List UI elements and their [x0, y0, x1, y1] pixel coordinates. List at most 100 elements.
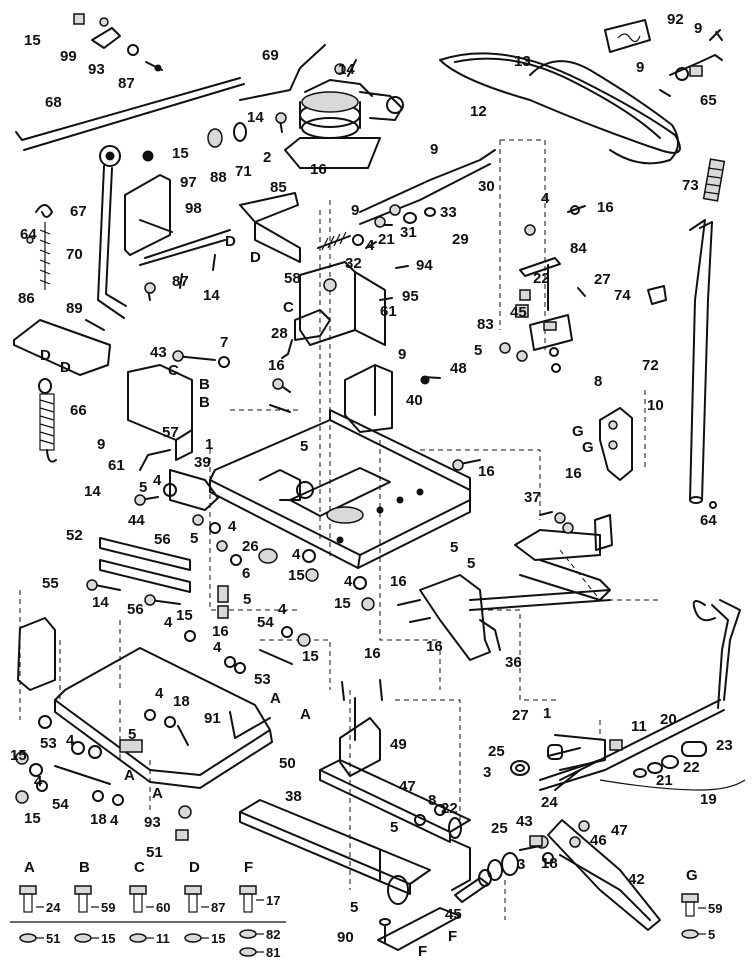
callout-4: 4	[213, 639, 222, 656]
callout-61: 61	[108, 457, 125, 474]
marker-B: B	[199, 376, 210, 393]
callout-21: 21	[378, 231, 395, 248]
callout-52: 52	[66, 527, 83, 544]
callout-39: 39	[194, 454, 211, 471]
bracket-58-61	[299, 261, 386, 346]
callout-9: 9	[351, 202, 359, 219]
callout-92: 92	[667, 11, 684, 28]
spring-32	[317, 231, 351, 251]
callout-93: 93	[88, 61, 105, 78]
hardware-middle-left	[163, 483, 375, 674]
clip-74	[647, 285, 667, 305]
nut-15-top	[142, 150, 154, 162]
callout-10: 10	[647, 397, 664, 414]
callout-4: 4	[155, 685, 164, 702]
callout-5: 5	[474, 342, 482, 359]
callout-15: 15	[24, 810, 41, 827]
callout-37: 37	[524, 489, 541, 506]
callout-14: 14	[247, 109, 264, 126]
callout-11: 11	[631, 718, 647, 735]
callout-14: 14	[92, 594, 109, 611]
hardware-right-mid	[499, 205, 586, 362]
callout-33: 33	[440, 204, 457, 221]
callout-18: 18	[541, 855, 558, 872]
callout-72: 72	[642, 357, 659, 374]
key-letter-A: A	[24, 859, 35, 876]
pivot-assembly-right	[510, 734, 606, 791]
callout-91: 91	[204, 710, 221, 727]
callout-89: 89	[66, 300, 83, 317]
callout-22: 22	[441, 800, 458, 817]
rod-68	[15, 77, 245, 151]
callout-16: 16	[390, 573, 407, 590]
callout-45: 45	[510, 304, 527, 321]
rod-61-left	[139, 449, 171, 471]
callout-54: 54	[257, 614, 274, 631]
key-nut-51: 51	[46, 931, 60, 946]
callout-97: 97	[180, 174, 197, 191]
callout-57: 57	[162, 424, 179, 441]
marker-G: G	[572, 423, 584, 440]
key-letter-C: C	[134, 859, 145, 876]
callout-15: 15	[176, 607, 193, 624]
bolts	[86, 224, 581, 851]
callout-4: 4	[292, 546, 301, 563]
key-leaders	[36, 899, 706, 953]
callout-9: 9	[636, 59, 644, 76]
callout-47: 47	[611, 822, 628, 839]
clutch-assembly	[275, 59, 404, 169]
callout-94: 94	[416, 257, 433, 274]
callout-99: 99	[60, 48, 77, 65]
callout-22: 22	[533, 270, 550, 287]
callout-83: 83	[477, 316, 494, 333]
callout-16: 16	[364, 645, 381, 662]
callout-4: 4	[153, 472, 162, 489]
bars-52	[99, 537, 191, 593]
spring-67	[35, 204, 53, 290]
callout-4: 4	[164, 614, 173, 631]
callout-6: 6	[242, 565, 250, 582]
decal-92	[604, 19, 651, 53]
marker-B: B	[199, 394, 210, 411]
marker-A: A	[152, 785, 163, 802]
callout-25: 25	[488, 743, 505, 760]
callout-85: 85	[270, 179, 287, 196]
callout-15: 15	[288, 567, 305, 584]
callout-86: 86	[18, 290, 35, 307]
callout-5: 5	[300, 438, 308, 455]
callout-8: 8	[594, 373, 602, 390]
callout-64: 64	[700, 512, 717, 529]
key-letter-D: D	[189, 859, 200, 876]
callout-48: 48	[450, 360, 467, 377]
callout-14: 14	[338, 61, 355, 78]
callout-71: 71	[235, 163, 252, 180]
callout-1: 1	[205, 436, 213, 453]
callout-61: 61	[380, 303, 397, 320]
bracket-83	[529, 314, 573, 373]
marker-D: D	[60, 359, 71, 376]
pin-89	[85, 319, 105, 331]
callout-16: 16	[426, 638, 443, 655]
callout-16: 16	[310, 161, 327, 178]
bracket-55	[17, 617, 56, 691]
callout-87: 87	[118, 75, 135, 92]
callout-9: 9	[694, 20, 702, 37]
key-bolt-17: 17	[266, 893, 280, 908]
callout-73: 73	[682, 177, 699, 194]
callout-69: 69	[262, 47, 279, 64]
bracket-84	[515, 224, 561, 318]
callout-13: 13	[514, 53, 531, 70]
callout-65: 65	[700, 92, 717, 109]
handle-20	[539, 599, 741, 791]
callout-95: 95	[402, 288, 419, 305]
rod-72	[689, 219, 713, 504]
callout-4: 4	[228, 518, 237, 535]
callout-88: 88	[210, 169, 227, 186]
callout-4: 4	[66, 732, 75, 749]
lever-42	[529, 819, 661, 931]
callout-27: 27	[594, 271, 611, 288]
callout-25: 25	[491, 820, 508, 837]
callout-5: 5	[350, 899, 358, 916]
callout-51: 51	[146, 844, 163, 861]
marker-F: F	[418, 943, 427, 960]
